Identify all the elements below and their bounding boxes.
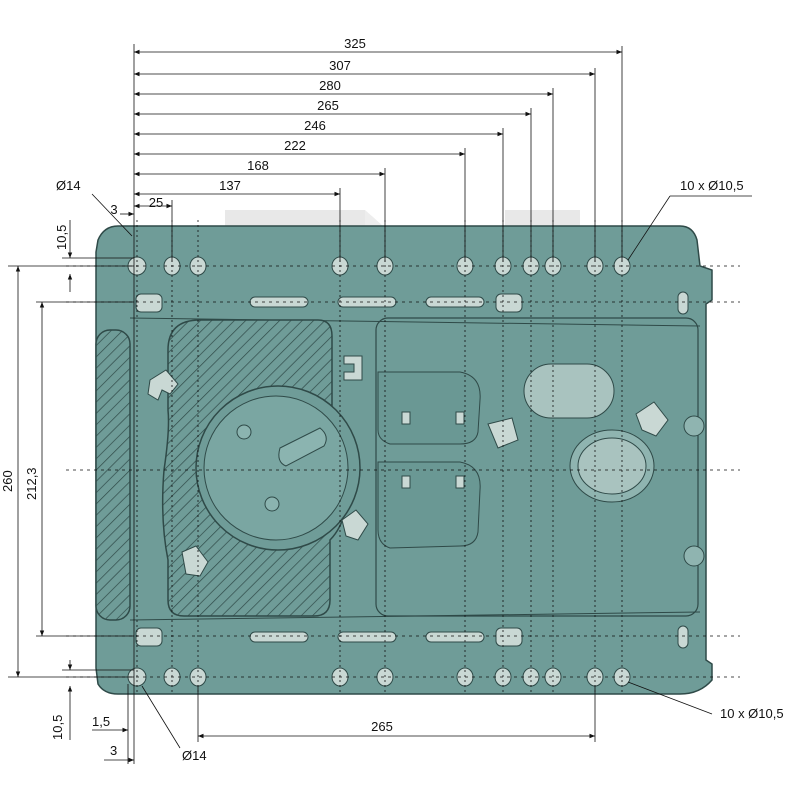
dim-label-280: 280 — [319, 78, 341, 93]
dim-label-212-3: 212,3 — [24, 467, 39, 500]
dim-label-325: 325 — [344, 36, 366, 51]
dim-label-25: 25 — [149, 195, 163, 210]
dim-label-265: 265 — [317, 98, 339, 113]
dim-label-holes-top: 10 x Ø10,5 — [680, 178, 744, 193]
dim-label-307: 307 — [329, 58, 351, 73]
dim-label-10-5-bottom: 10,5 — [50, 715, 65, 740]
upper-bracket — [377, 371, 481, 445]
dim-label-137: 137 — [219, 178, 241, 193]
bracket-slot-4 — [455, 475, 465, 489]
dim-label-d14-top: Ø14 — [56, 178, 81, 193]
side-bolt-2 — [683, 545, 705, 567]
leader-d14-top — [91, 193, 133, 237]
dim-label-3-bottom: 3 — [110, 743, 117, 758]
leader-d14-bottom — [141, 685, 181, 749]
dim-label-246: 246 — [304, 118, 326, 133]
bracket-slot-3 — [401, 475, 411, 489]
right-frame — [375, 317, 699, 617]
round-boss-inner — [577, 437, 647, 495]
dim-label-holes-bottom: 10 x Ø10,5 — [720, 706, 784, 721]
dim-label-265-bottom: 265 — [371, 719, 393, 734]
bracket-slot-2 — [455, 411, 465, 425]
bracket-slot-1 — [401, 411, 411, 425]
clip-4 — [181, 545, 209, 577]
oval-cutout — [523, 363, 615, 419]
dim-label-1-5: 1,5 — [92, 714, 110, 729]
turntable-bolt-1 — [236, 424, 252, 440]
dim-label-3-top: 3 — [110, 202, 117, 217]
clip-2 — [343, 355, 363, 381]
turntable-lever — [278, 427, 327, 467]
slots-bottom — [135, 625, 689, 649]
dim-label-222: 222 — [284, 138, 306, 153]
clip-3 — [341, 509, 369, 541]
dim-label-10-5-top: 10,5 — [54, 225, 69, 250]
leader-holes-bottom — [627, 681, 713, 715]
clip-1 — [147, 369, 179, 401]
left-hatched-strip — [95, 329, 131, 621]
dimension-lines — [8, 44, 752, 764]
side-bolt-1 — [683, 415, 705, 437]
dim-label-d14-bottom: Ø14 — [182, 748, 207, 763]
dim-label-168: 168 — [247, 158, 269, 173]
leader-holes-top-b — [627, 195, 671, 261]
clip-6 — [635, 401, 669, 437]
turntable-inner — [203, 395, 349, 541]
dim-label-260: 260 — [0, 470, 15, 492]
clip-5 — [487, 417, 519, 449]
turntable-bolt-2 — [264, 496, 280, 512]
